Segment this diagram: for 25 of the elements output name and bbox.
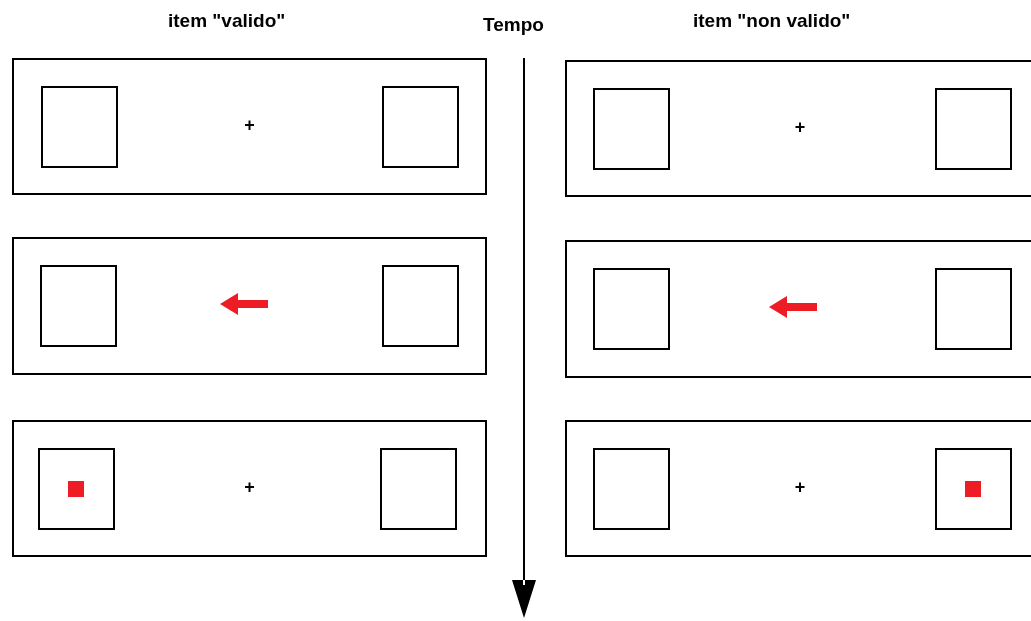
trial-frame — [12, 237, 487, 375]
column-heading: item "non valido" — [693, 10, 851, 32]
location-box — [593, 448, 670, 530]
location-box — [382, 265, 459, 347]
trial-frame — [12, 58, 487, 195]
location-box — [38, 448, 115, 530]
axis-label: Tempo — [483, 14, 544, 36]
location-box — [380, 448, 457, 530]
location-box — [935, 268, 1012, 350]
fixation-cross: + — [244, 115, 255, 134]
location-box — [935, 88, 1012, 170]
column-heading: item "valido" — [168, 10, 286, 32]
location-box — [382, 86, 459, 168]
location-box — [593, 268, 670, 350]
location-box — [593, 88, 670, 170]
location-box — [40, 265, 117, 347]
trial-frame — [565, 60, 1031, 197]
trial-frame — [565, 420, 1031, 557]
location-box — [935, 448, 1012, 530]
fixation-cross: + — [794, 477, 806, 496]
trial-frame — [12, 420, 487, 557]
fixation-cross: + — [794, 117, 806, 136]
trial-frame — [565, 240, 1031, 378]
location-box — [41, 86, 118, 168]
fixation-cross: + — [244, 477, 255, 496]
